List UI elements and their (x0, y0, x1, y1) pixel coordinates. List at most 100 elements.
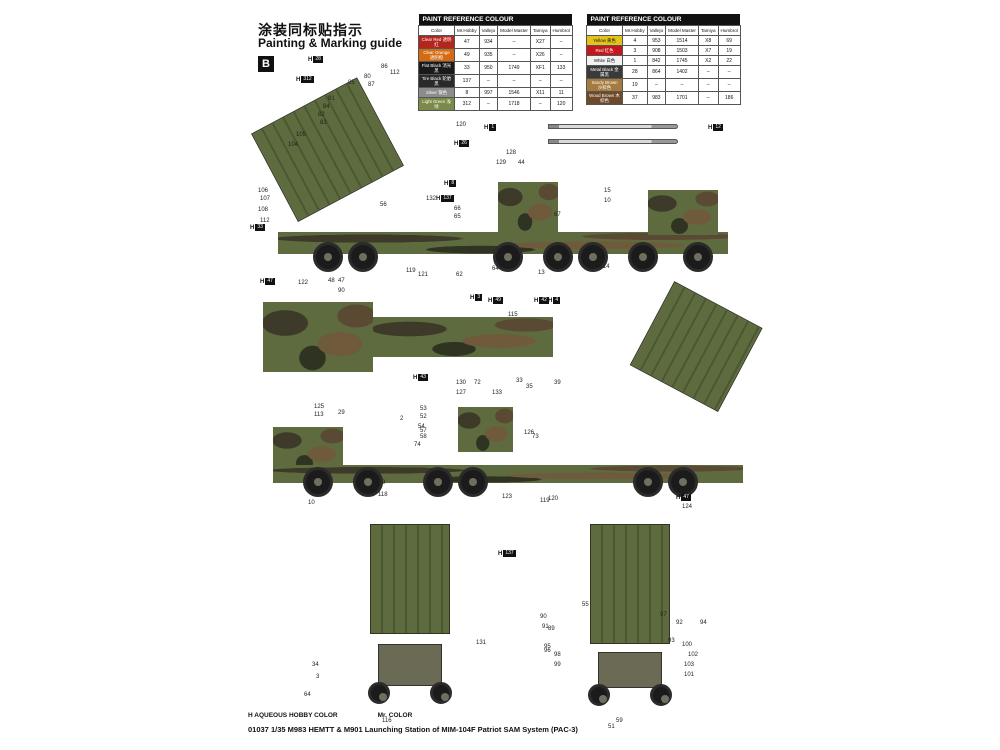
part-number: 119 (406, 268, 416, 274)
paint-table-caption: PAINT REFERENCE COLOUR (586, 14, 741, 26)
humbrol-code: 120 (549, 97, 573, 111)
model-master-code: – (497, 48, 531, 62)
vallejo-code: 983 (646, 91, 667, 105)
part-number: 94 (700, 620, 707, 626)
side-view-right (258, 281, 763, 517)
title-chinese: 涂装同标贴指示 (258, 22, 363, 38)
part-number: 87 (368, 82, 375, 88)
tag-h: H (444, 180, 449, 187)
tag-h: H (308, 56, 313, 63)
part-number: 115 (508, 312, 518, 318)
part-number: 51 (608, 724, 615, 730)
part-number: 116 (382, 718, 392, 724)
mr-hobby-code: 4 (622, 35, 648, 46)
tag-code: 3 (475, 294, 483, 301)
tag-h: H (454, 140, 459, 147)
part-number: 90 (338, 288, 345, 294)
part-number: 33 (516, 378, 523, 384)
part-number: 128 (506, 150, 517, 156)
part-number: 90 (540, 614, 547, 620)
wheel (458, 467, 488, 497)
mr-hobby-code: 33 (454, 61, 480, 75)
tag-h: H (708, 124, 713, 131)
mr-hobby-code: 3 (622, 45, 648, 56)
part-number: 98 (554, 652, 561, 658)
paint-name: White 白色 (586, 55, 623, 66)
part-number: 122 (298, 280, 309, 286)
wheel (368, 682, 390, 704)
part-number: 73 (532, 434, 539, 440)
tag-h: H (470, 294, 475, 301)
vallejo-code: 935 (478, 48, 499, 62)
part-number: 3 (316, 674, 320, 680)
wheel (633, 467, 663, 497)
tamiya-code: X26 (529, 48, 551, 62)
trailer-rear (598, 652, 662, 688)
model-master-code: – (497, 35, 531, 49)
part-number: 34 (312, 662, 319, 668)
front-view (358, 524, 468, 714)
column-header: Tamiya (697, 25, 719, 36)
model-master-code: 1402 (665, 65, 699, 79)
paint-name: Clear Red 透明红 (418, 35, 455, 49)
top-view (263, 302, 553, 372)
part-number: 113 (314, 412, 324, 418)
legend-aqueous: H AQUEOUS HOBBY COLOR (248, 712, 338, 719)
part-number: 39 (554, 380, 561, 386)
part-number: 119 (540, 498, 550, 504)
part-number: 62 (456, 272, 463, 278)
part-number: 106 (258, 188, 269, 194)
part-number: 55 (582, 602, 589, 608)
part-number: 10 (604, 198, 611, 204)
part-number: 53 (420, 406, 427, 412)
part-number: 101 (684, 672, 695, 678)
tag-code: 137 (441, 195, 454, 202)
wheel (303, 467, 333, 497)
wheel (493, 242, 523, 272)
paint-name: Clear Orange 透明橙 (418, 48, 455, 62)
paint-table-left: PAINT REFERENCE COLOUR Color Mr.Hobby Va… (418, 14, 573, 111)
humbrol-code: – (549, 48, 573, 62)
column-header: Color (418, 25, 455, 36)
tamiya-code: – (697, 65, 719, 79)
part-number: 95 (544, 644, 551, 650)
model-master-code: 1503 (665, 45, 699, 56)
part-number: 84 (323, 104, 330, 110)
tag-code: 26 (459, 140, 469, 147)
part-number: 105 (296, 132, 307, 138)
part-number: 125 (314, 404, 325, 410)
title-english: Painting & Marking guide (258, 36, 403, 50)
legend-mr-color: Mr. COLOR (377, 712, 413, 719)
launcher-top (263, 302, 373, 372)
column-header: Vallejo (646, 25, 667, 36)
column-header: Mr.Hobby (622, 25, 648, 36)
part-number: 107 (260, 196, 271, 202)
model-master-code: 1718 (497, 97, 531, 111)
part-number: 108 (258, 207, 269, 213)
truck-cab (648, 190, 718, 235)
wheel (650, 684, 672, 706)
part-number: 81 (328, 96, 335, 102)
part-number: 124 (682, 504, 693, 510)
side-view-left (251, 77, 728, 292)
part-number: 121 (418, 272, 429, 278)
part-number: 66 (454, 206, 461, 212)
tag-code: 8 (449, 180, 457, 187)
part-number: 123 (502, 494, 513, 500)
paint-name: Wood Brown 木棕色 (586, 91, 623, 105)
part-number: 96 (544, 648, 551, 654)
tag-code: 1 (489, 124, 497, 131)
tag-code: 47 (681, 494, 691, 501)
